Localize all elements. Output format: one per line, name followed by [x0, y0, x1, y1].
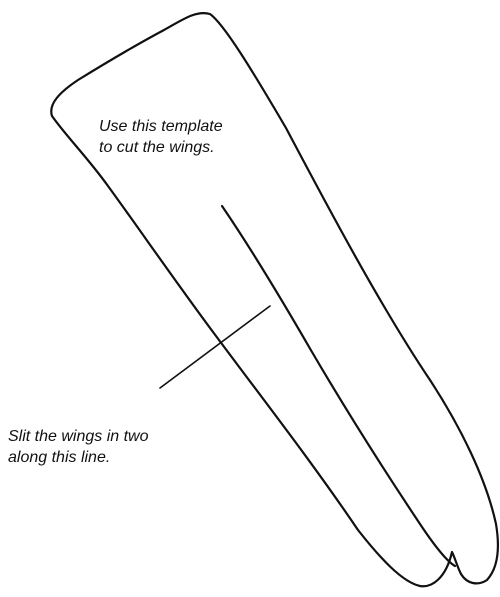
slit-instruction-line-1: Slit the wings in two	[8, 426, 149, 447]
slit-instruction: Slit the wings in two along this line.	[8, 426, 149, 468]
template-instruction: Use this template to cut the wings.	[99, 116, 223, 158]
wing-outline	[51, 13, 498, 586]
slit-instruction-line-2: along this line.	[8, 447, 149, 468]
template-instruction-line-2: to cut the wings.	[99, 137, 223, 158]
slit-pointer-line	[160, 306, 270, 388]
slit-line	[222, 206, 455, 566]
template-instruction-line-1: Use this template	[99, 116, 223, 137]
